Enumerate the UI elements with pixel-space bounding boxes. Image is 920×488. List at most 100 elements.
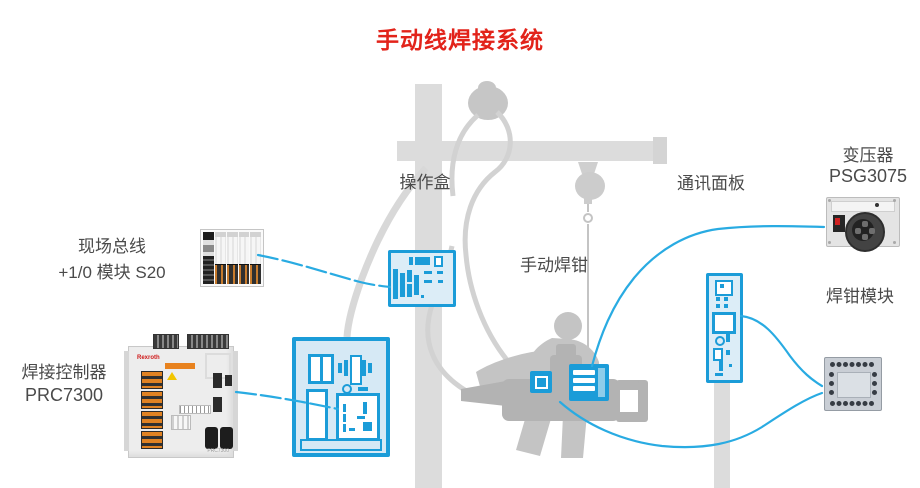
- indicator-dot: [875, 203, 879, 207]
- slot-icon: [726, 334, 730, 342]
- io-slice: [215, 232, 226, 284]
- button-icon: [724, 297, 728, 301]
- welding-controller-device: Rexroth PRC7300: [124, 334, 238, 458]
- button-icon: [724, 304, 728, 308]
- display-icon: [715, 280, 733, 296]
- pin-hole: [862, 221, 868, 227]
- indicator-icon: [409, 257, 413, 265]
- knob-icon: [715, 336, 725, 346]
- screw: [828, 199, 831, 202]
- slot-icon: [726, 350, 730, 355]
- socket-window-icon: [712, 312, 736, 334]
- connector-face: [852, 219, 874, 241]
- warning-label: [165, 363, 195, 369]
- signal-connector: [213, 397, 222, 412]
- label-fieldbus: 现场总线 +1/0 模块 S20: [32, 234, 192, 286]
- label-operation-box: 操作盒: [399, 173, 451, 192]
- label-transformer-line2: PSG3075: [828, 166, 908, 186]
- vent-icon: [358, 387, 368, 391]
- stripe: [573, 370, 595, 375]
- power-connector: [141, 431, 163, 449]
- label-fieldbus-line1: 现场总线: [78, 237, 146, 256]
- horn-icon: [350, 355, 362, 385]
- stripe: [573, 378, 595, 383]
- gun-module-device: [824, 357, 882, 411]
- connector-icon: [414, 275, 419, 295]
- horn-icon: [338, 363, 342, 373]
- screw: [893, 199, 896, 202]
- mount-flange: [124, 351, 129, 451]
- button-icon: [716, 297, 720, 301]
- button-icon: [434, 256, 443, 267]
- model-text: PRC7300: [207, 448, 229, 454]
- stripe: [573, 386, 595, 391]
- signal-connector: [213, 373, 222, 388]
- io-bus-coupler: [203, 232, 214, 284]
- label-controller-line1: 焊接控制器: [21, 363, 107, 382]
- warning-triangle-icon: [167, 372, 177, 380]
- switch-red-mark: [835, 218, 840, 225]
- slot-icon: [343, 414, 346, 422]
- slot-icon: [343, 424, 346, 432]
- io-slice: [238, 232, 250, 284]
- lever-icon: [363, 402, 367, 414]
- window-icon: [308, 354, 334, 384]
- gun-sensor-module: [530, 371, 552, 393]
- block-icon: [363, 422, 372, 431]
- label-transformer-line1: 变压器: [842, 146, 894, 165]
- io-slice: [226, 232, 238, 284]
- label-manual-gun: 手动焊钳: [520, 256, 588, 275]
- text-mark: [437, 271, 443, 274]
- connector-icon: [407, 284, 412, 297]
- text-mark: [438, 280, 443, 283]
- pin-hole: [869, 228, 875, 234]
- output-socket: [220, 427, 233, 449]
- signal-connector: [225, 375, 232, 386]
- door-panel-icon: [306, 389, 328, 441]
- stripe: [598, 368, 605, 397]
- power-connector: [141, 371, 163, 389]
- label-comm-panel: 通讯面板: [677, 174, 745, 193]
- label-fieldbus-line2: +1/0 模块 S20: [58, 263, 166, 282]
- pin-grid: [830, 362, 835, 367]
- screw: [828, 241, 831, 244]
- dash-icon: [715, 373, 723, 376]
- display-icon: [415, 257, 430, 265]
- text-mark: [424, 280, 432, 283]
- control-cabinet-schematic: [292, 337, 390, 457]
- dash-icon: [349, 428, 355, 431]
- slot-icon: [343, 404, 346, 412]
- gun-control-module: [569, 364, 609, 401]
- module-faceplate: [837, 372, 871, 398]
- cabinet-base-strip: [300, 439, 382, 451]
- pin-hole: [862, 234, 868, 240]
- text-mark: [424, 271, 432, 274]
- output-socket: [205, 427, 218, 449]
- connector-icon: [400, 273, 405, 297]
- dot-mark: [421, 295, 424, 298]
- horn-icon: [368, 363, 372, 373]
- lever-icon: [719, 360, 723, 371]
- terminal-block: [153, 334, 179, 349]
- button-icon: [716, 304, 720, 308]
- power-switch: [833, 215, 845, 232]
- label-transformer: 变压器 PSG3075: [822, 145, 914, 187]
- transformer-device: [826, 197, 900, 252]
- label-gun-module: 焊钳模块: [826, 287, 894, 306]
- sensor-window: [535, 376, 548, 389]
- horn-icon: [362, 360, 366, 376]
- display-dot: [720, 284, 724, 288]
- round-connector: [845, 212, 885, 252]
- power-connector: [141, 391, 163, 409]
- power-connector: [141, 411, 163, 429]
- io-slice: [250, 232, 261, 284]
- balancer: [575, 162, 605, 372]
- brand-logo: Rexroth: [137, 355, 160, 361]
- operation-box-device: [388, 250, 456, 307]
- controller-inset-box: [336, 393, 380, 441]
- terminal-block: [187, 334, 229, 349]
- pin-hole: [855, 228, 861, 234]
- dash-icon: [357, 416, 365, 419]
- horn-icon: [344, 360, 348, 376]
- fieldbus-io-module-device: [200, 229, 264, 287]
